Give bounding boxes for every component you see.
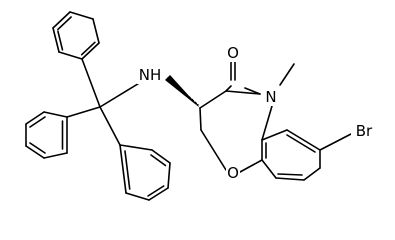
svg-text:O: O	[227, 164, 239, 182]
phenyl-ring-left	[25, 111, 68, 159]
atom-label-carbonyl-o: O	[226, 44, 240, 62]
phenyl-ring-bottom	[119, 144, 171, 201]
trityl-bonds	[66, 58, 142, 146]
atom-label-ring-o: O	[226, 164, 240, 182]
phenyl-ring-top	[52, 11, 100, 60]
svg-text:Br: Br	[356, 122, 373, 140]
atom-label-n: N	[264, 88, 278, 106]
benzo-ring	[261, 129, 352, 181]
oxazepinone-ring	[165, 59, 295, 173]
svg-text:N: N	[265, 88, 276, 106]
atom-label-nh: NH	[137, 66, 163, 84]
chemical-structure: NH O N O Br	[25, 11, 377, 201]
svg-text:NH: NH	[139, 66, 162, 84]
atom-label-br: Br	[351, 122, 377, 140]
svg-text:O: O	[227, 44, 239, 62]
